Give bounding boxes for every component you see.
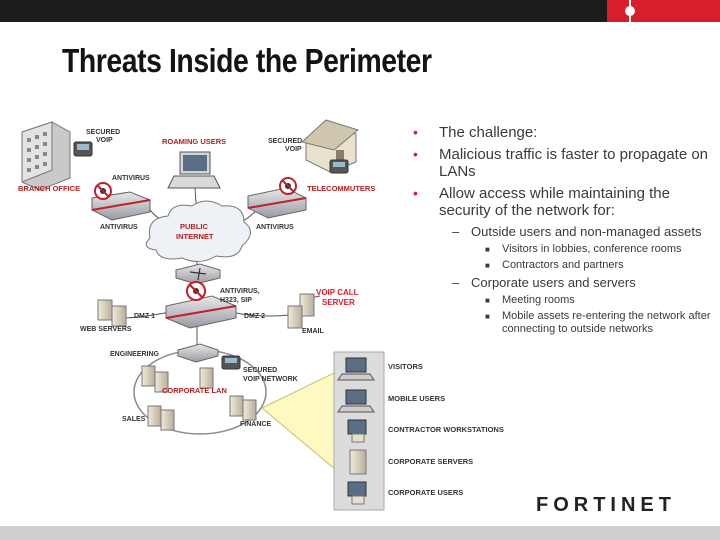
label-dmz1: DMZ 1 (134, 313, 155, 320)
legend-mobile-users: MOBILE USERS (388, 394, 445, 403)
label-dmz2: DMZ 2 (244, 313, 265, 320)
label-web-servers: WEB SERVERS (80, 326, 132, 333)
main-firewall (165, 295, 237, 329)
label-email: EMAIL (302, 328, 325, 335)
label-corporate-lan: CORPORATE LAN (162, 386, 227, 395)
mobile-laptop-icon (337, 389, 375, 413)
bullet-text: Allow access while maintaining the secur… (439, 185, 670, 219)
label-secured-voip-right-2: VOIP (285, 146, 302, 153)
workstation-icon (347, 419, 367, 443)
bullet-list: •The challenge: •Malicious traffic is fa… (412, 124, 712, 339)
top-bar-dot (625, 6, 635, 16)
virus-blocked-icon (94, 182, 112, 200)
label-antivirus-branch: ANTIVIRUS (112, 175, 150, 182)
sub-sub-bullet-item: ■Contractors and partners (485, 259, 624, 271)
sub-bullet-text: Outside users and non-managed assets (471, 224, 702, 239)
label-antivirus-h323-2: H323, SIP (220, 297, 252, 304)
device-legend-panel (333, 351, 385, 511)
label-secured-voip-right: SECURED (268, 138, 302, 145)
label-voip-call-server: VOIP CALL (316, 288, 359, 297)
label-secured-voip-left-2: VOIP (96, 137, 113, 144)
switch-icon (177, 343, 219, 363)
corporate-user-icon (347, 481, 367, 505)
router-icon (175, 263, 221, 285)
voip-phone-icon (221, 355, 241, 370)
top-bar (0, 0, 720, 22)
label-roaming-users: ROAMING USERS (162, 137, 226, 146)
telecommuter-firewall (247, 187, 307, 219)
legend-corporate-users: CORPORATE USERS (388, 488, 463, 497)
server-icon (141, 365, 257, 431)
bullet-item: •Malicious traffic is faster to propagat… (413, 146, 709, 180)
label-branch-office: BRANCH OFFICE (18, 184, 80, 193)
virus-blocked-icon (279, 177, 297, 195)
sub-sub-bullet-text: Visitors in lobbies, conference rooms (502, 243, 682, 255)
sub-sub-bullet-text: Meeting rooms (502, 294, 575, 306)
corporate-server-icon (349, 449, 367, 475)
label-secured-voip-network: SECURED (243, 367, 277, 374)
fortinet-logo: FORTINET (536, 494, 676, 517)
voip-phone-icon (73, 141, 93, 157)
logo-text: FORTINET (536, 494, 676, 516)
callout-beam (261, 371, 337, 472)
label-finance: FINANCE (240, 421, 271, 428)
label-public-internet-2: INTERNET (176, 232, 214, 241)
sub-bullet-item: –Outside users and non-managed assets (452, 224, 702, 239)
bullet-text: Malicious traffic is faster to propagate… (439, 146, 709, 180)
label-antivirus-right: ANTIVIRUS (256, 224, 294, 231)
bullet-item: •The challenge: (413, 124, 538, 141)
bullet-item: •Allow access while maintaining the secu… (413, 185, 670, 219)
internet-cloud-icon (145, 200, 251, 262)
footer-bar (0, 526, 720, 540)
sub-bullet-item: –Corporate users and servers (452, 275, 636, 290)
label-sales: SALES (122, 416, 146, 423)
sub-bullet-text: Corporate users and servers (471, 275, 636, 290)
branch-office-building (21, 121, 71, 191)
sub-sub-bullet-item: ■Visitors in lobbies, conference rooms (485, 243, 682, 255)
legend-corporate-servers: CORPORATE SERVERS (388, 457, 473, 466)
label-secured-voip-left: SECURED (86, 129, 120, 136)
sub-sub-bullet-item: ■Meeting rooms (485, 294, 575, 306)
sub-sub-bullet-text: Contractors and partners (502, 259, 624, 271)
bullet-text: The challenge: (439, 124, 538, 141)
visitor-laptop-icon (337, 357, 375, 381)
top-bar-accent (607, 0, 720, 22)
label-voip-call-server-2: SERVER (322, 298, 355, 307)
legend-visitors: VISITORS (388, 362, 423, 371)
server-icon (97, 299, 127, 327)
label-secured-voip-network-2: VOIP NETWORK (243, 376, 298, 383)
server-icon (287, 293, 315, 329)
laptop-icon (167, 151, 221, 189)
virus-blocked-icon (186, 281, 206, 301)
legend-contractor-workstations: CONTRACTOR WORKSTATIONS (388, 425, 504, 434)
network-diagram: SECURED VOIP BRANCH OFFICE ANTIVIRUS ANT… (18, 119, 504, 511)
voip-phone-icon (329, 159, 349, 174)
label-public-internet: PUBLIC (180, 222, 209, 231)
label-antivirus-left: ANTIVIRUS (100, 224, 138, 231)
sub-sub-bullet-item: ■Mobile assets re-entering the network a… (485, 310, 711, 335)
label-engineering: ENGINEERING (110, 351, 160, 358)
slide-title: Threats Inside the Perimeter (62, 42, 432, 79)
label-antivirus-h323: ANTIVIRUS, (220, 288, 260, 295)
sub-sub-bullet-text: Mobile assets re-entering the network af… (502, 310, 711, 335)
label-telecommuters: TELECOMMUTERS (307, 184, 375, 193)
